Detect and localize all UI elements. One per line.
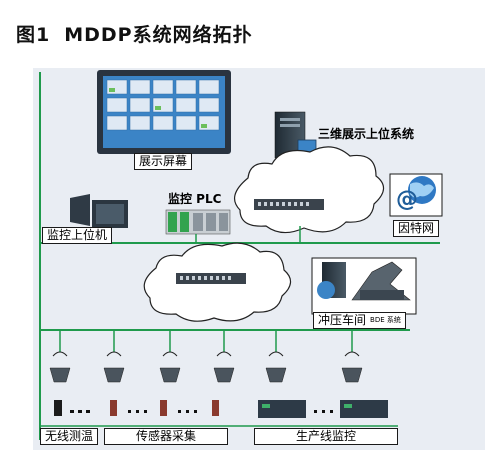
router-icon bbox=[351, 261, 411, 301]
label-stamping-text: 冲压车间 bbox=[318, 313, 367, 327]
figure-title: 图1 MDDP系统网络拓扑 bbox=[16, 20, 253, 47]
wireless-sensor-icon bbox=[49, 367, 363, 383]
device-drop-lines bbox=[59, 330, 353, 352]
monitor-icon bbox=[97, 70, 231, 154]
ellipsis-dots bbox=[128, 410, 333, 413]
svg-text:@: @ bbox=[396, 187, 418, 212]
antenna-marks bbox=[52, 351, 360, 357]
sensor-probe-icon bbox=[110, 400, 219, 416]
figure-title-text: MDDP系统网络拓扑 bbox=[64, 24, 253, 46]
label-3d-host: 三维展示上位系统 bbox=[318, 127, 415, 141]
plc-icon bbox=[165, 209, 231, 235]
label-display-screen: 展示屏幕 bbox=[134, 153, 193, 170]
line-unit-icon bbox=[258, 400, 388, 418]
label-line-monitor: 生产线监控 bbox=[254, 428, 398, 445]
switch-icon bbox=[254, 199, 324, 210]
cloud-icon bbox=[233, 146, 385, 234]
switch-icon bbox=[176, 273, 246, 284]
sensor-probe-icon bbox=[54, 400, 90, 416]
internet-icon: @ bbox=[389, 173, 443, 217]
figure-number: 图1 bbox=[16, 24, 51, 46]
label-sensor-collect: 传感器采集 bbox=[104, 428, 228, 445]
label-stamping-suffix: BDE 系统 bbox=[370, 316, 401, 324]
label-monitor-host: 监控上位机 bbox=[42, 227, 113, 244]
label-wireless-temp: 无线测温 bbox=[40, 428, 99, 445]
label-monitor-plc: 监控 PLC bbox=[168, 192, 222, 206]
label-internet: 因特网 bbox=[393, 220, 440, 237]
monitor-icon bbox=[70, 194, 128, 228]
